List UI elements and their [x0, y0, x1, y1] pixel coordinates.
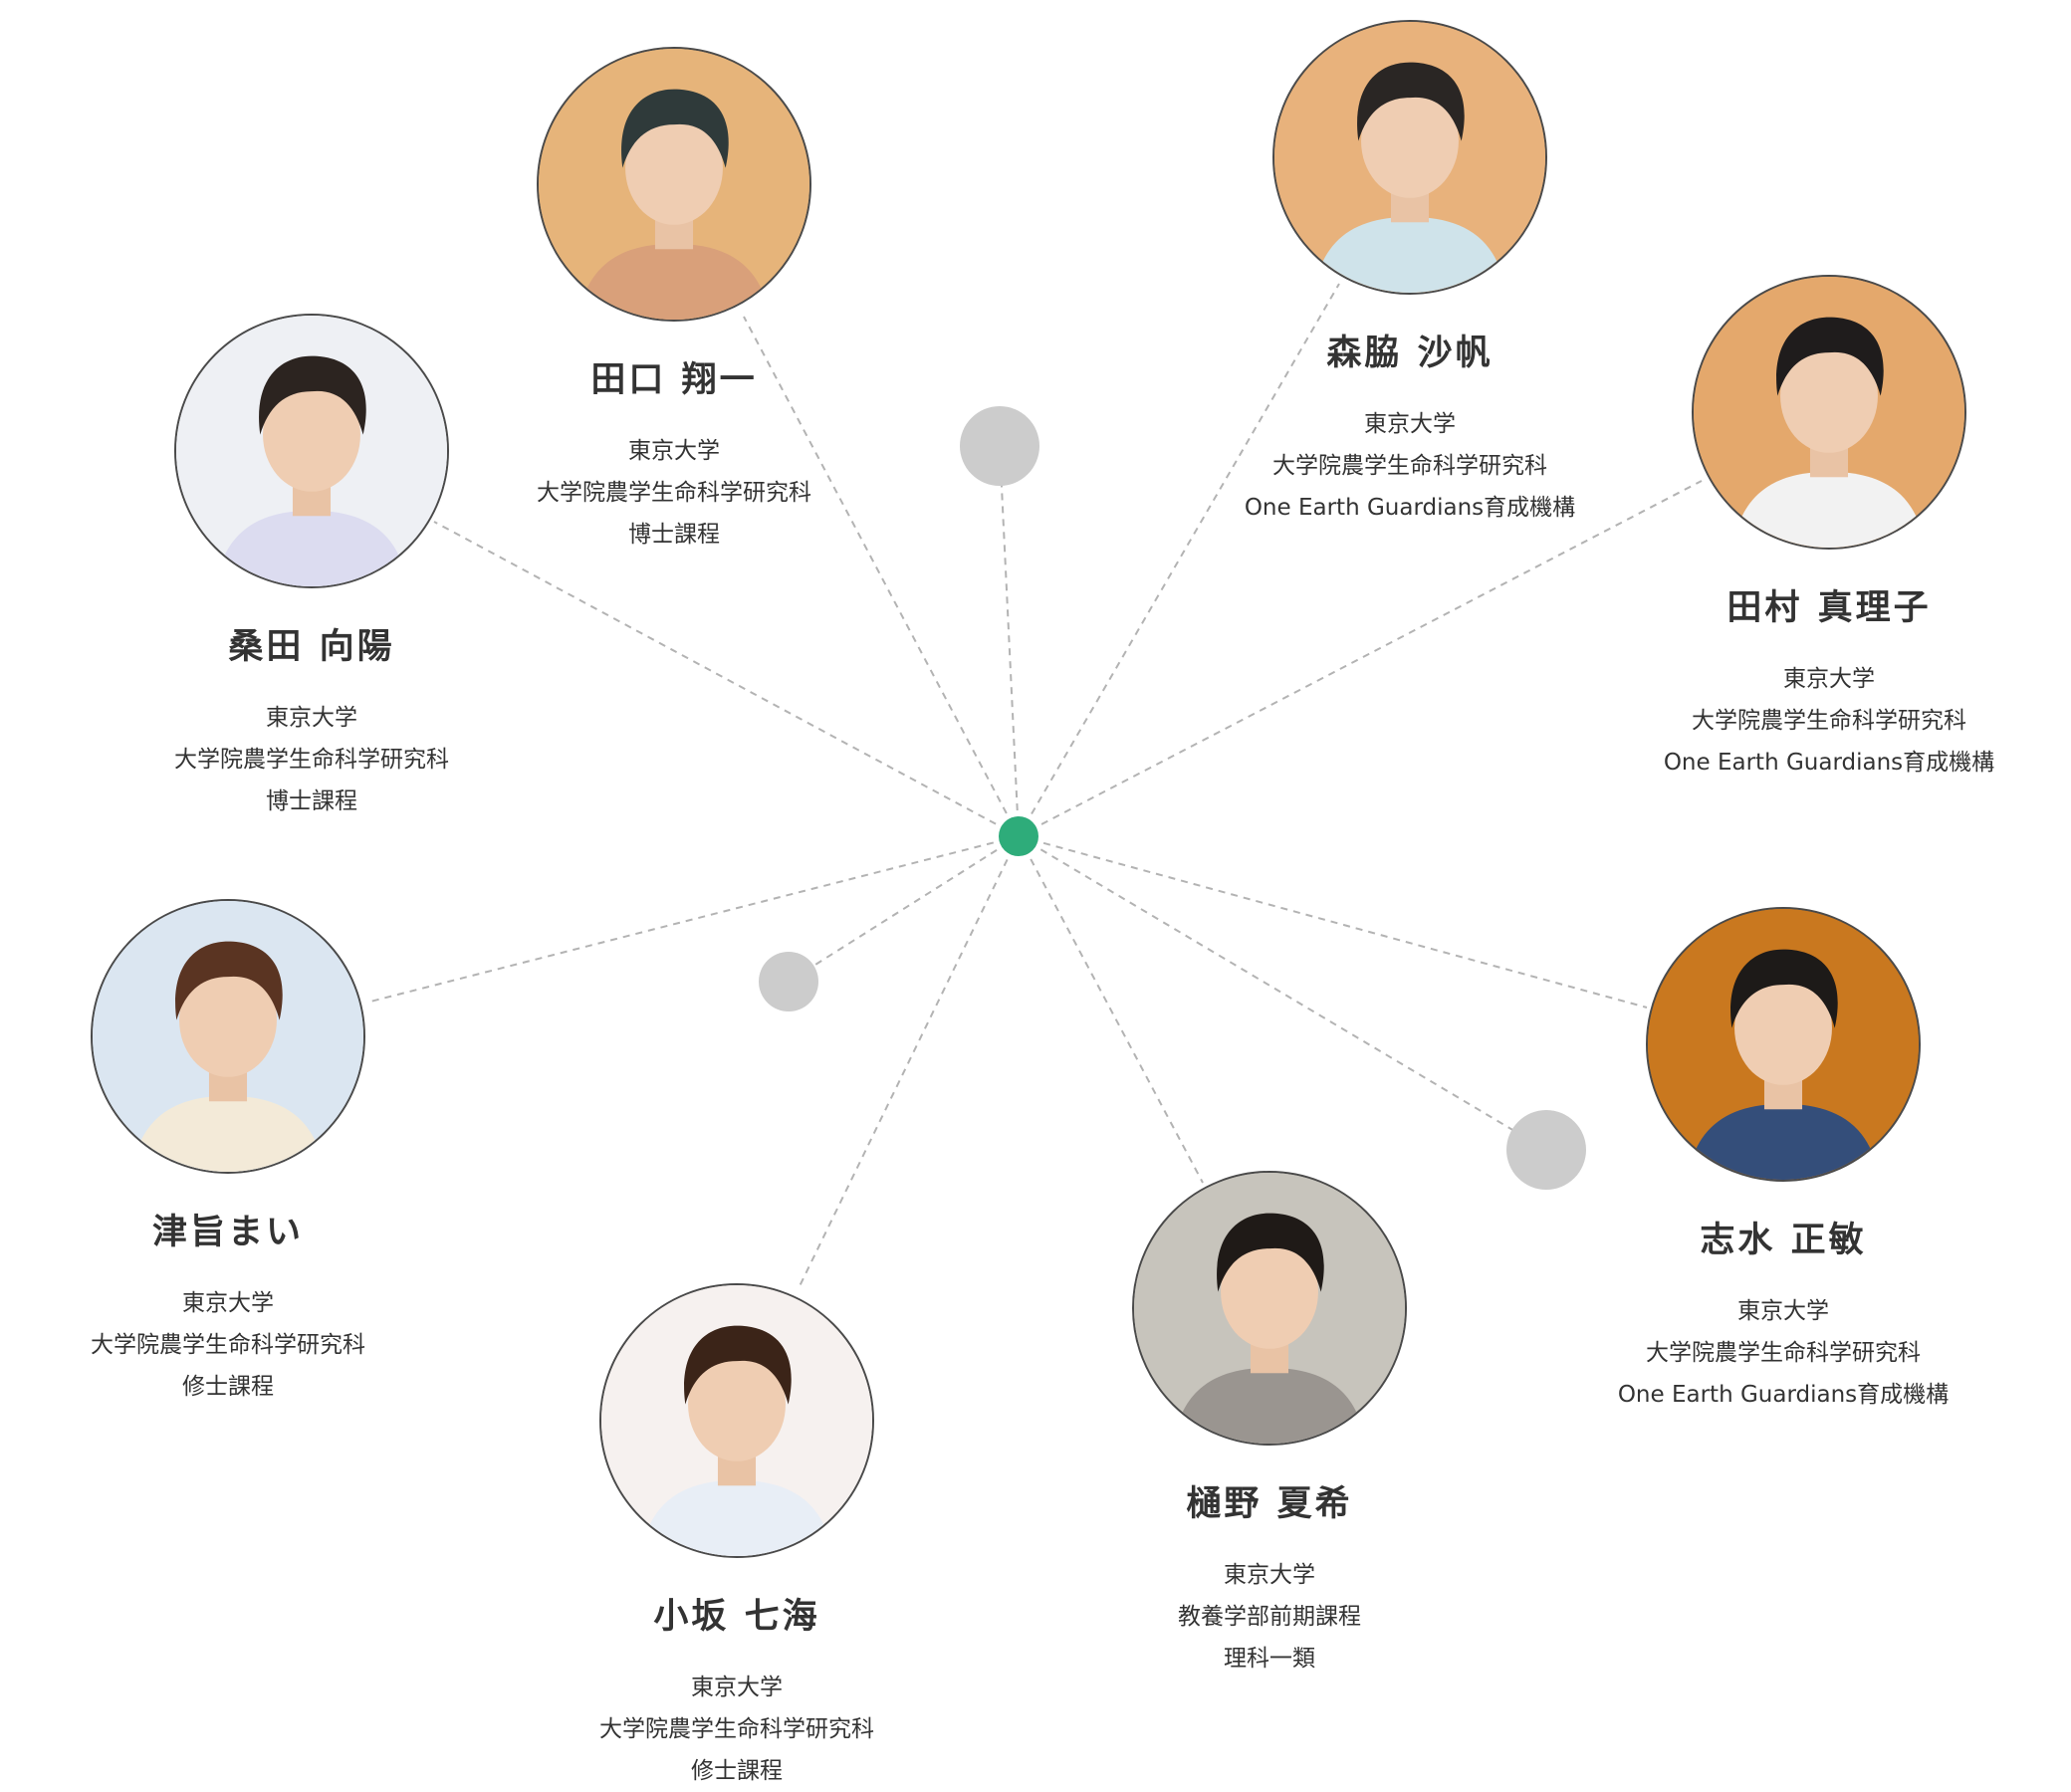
affiliation-line: 大学院農学生命科学研究科 [599, 1716, 874, 1742]
affiliation-line: One Earth Guardians育成機構 [1617, 1382, 1950, 1408]
affiliation-line: 博士課程 [628, 522, 720, 548]
member-card-kosaka[interactable]: 小坂 七海 東京大学 大学院農学生命科学研究科 修士課程 [498, 1283, 976, 1792]
person-photo-icon [93, 901, 363, 1172]
line-to-node-top [999, 445, 1020, 837]
member-affiliation: 東京大学 大学院農学生命科学研究科 One Earth Guardians育成機… [1171, 403, 1649, 529]
hub-node [999, 816, 1038, 856]
affiliation-line: 修士課程 [182, 1374, 274, 1400]
person-photo-icon [539, 49, 809, 320]
line-to-tsumune [369, 835, 1020, 1003]
member-photo[interactable] [537, 47, 811, 322]
affiliation-line: 修士課程 [691, 1758, 783, 1784]
member-photo[interactable] [1692, 275, 1966, 550]
member-affiliation: 東京大学 大学院農学生命科学研究科 博士課程 [435, 430, 913, 556]
member-photo[interactable] [599, 1283, 874, 1558]
member-card-tamura[interactable]: 田村 真理子 東京大学 大学院農学生命科学研究科 One Earth Guard… [1590, 275, 2068, 784]
member-name: 田村 真理子 [1726, 588, 1932, 628]
affiliation-line: 大学院農学生命科学研究科 [91, 1332, 365, 1358]
affiliation-line: One Earth Guardians育成機構 [1663, 750, 1995, 776]
affiliation-line: 東京大学 [266, 705, 357, 731]
person-photo-icon [1274, 22, 1545, 293]
person-photo-icon [1134, 1173, 1405, 1444]
person-photo-icon [1648, 909, 1919, 1180]
affiliation-line: 東京大学 [628, 438, 720, 464]
member-affiliation: 東京大学 大学院農学生命科学研究科 修士課程 [498, 1667, 976, 1792]
node-left [759, 952, 818, 1011]
affiliation-line: 教養学部前期課程 [1178, 1604, 1361, 1630]
person-photo-icon [176, 316, 447, 586]
affiliation-line: 大学院農学生命科学研究科 [1692, 708, 1966, 734]
affiliation-line: 東京大学 [1364, 411, 1456, 437]
member-card-shimizu[interactable]: 志水 正敏 東京大学 大学院農学生命科学研究科 One Earth Guardi… [1544, 907, 2022, 1416]
member-photo[interactable] [1272, 20, 1547, 295]
line-to-moriwaki [1018, 283, 1340, 837]
member-name: 田口 翔一 [590, 360, 758, 400]
affiliation-line: 博士課程 [266, 788, 357, 814]
line-to-shimizu [1018, 835, 1648, 1008]
line-to-node-left [788, 835, 1020, 983]
person-photo-icon [1694, 277, 1964, 548]
member-name: 桑田 向陽 [228, 627, 395, 667]
affiliation-line: One Earth Guardians育成機構 [1244, 495, 1576, 521]
member-photo[interactable] [1132, 1171, 1407, 1446]
line-to-kosaka [799, 835, 1020, 1287]
affiliation-line: 東京大学 [1783, 666, 1875, 692]
member-card-moriwaki[interactable]: 森脇 沙帆 東京大学 大学院農学生命科学研究科 One Earth Guardi… [1171, 20, 1649, 529]
member-name: 森脇 沙帆 [1326, 334, 1494, 373]
member-affiliation: 東京大学 大学院農学生命科学研究科 博士課程 [73, 697, 551, 822]
member-photo[interactable] [174, 314, 449, 588]
affiliation-line: 大学院農学生命科学研究科 [537, 480, 811, 506]
affiliation-line: 理科一類 [1224, 1646, 1315, 1672]
person-photo-icon [601, 1285, 872, 1556]
member-affiliation: 東京大学 大学院農学生命科学研究科 One Earth Guardians育成機… [1590, 658, 2068, 784]
member-affiliation: 東京大学 大学院農学生命科学研究科 One Earth Guardians育成機… [1544, 1290, 2022, 1416]
member-card-tsumune[interactable]: 津旨まい 東京大学 大学院農学生命科学研究科 修士課程 [0, 899, 467, 1408]
member-name: 志水 正敏 [1700, 1221, 1867, 1260]
line-to-hino [1018, 835, 1204, 1184]
affiliation-line: 大学院農学生命科学研究科 [174, 747, 449, 773]
member-name: 小坂 七海 [653, 1597, 820, 1637]
line-to-node-right [1018, 835, 1547, 1151]
member-name: 津旨まい [151, 1213, 304, 1252]
affiliation-line: 大学院農学生命科学研究科 [1646, 1340, 1921, 1366]
node-right [1506, 1110, 1586, 1190]
affiliation-line: 東京大学 [691, 1675, 783, 1700]
affiliation-line: 東京大学 [1224, 1562, 1315, 1588]
affiliation-line: 大学院農学生命科学研究科 [1272, 453, 1547, 479]
member-card-kuwata[interactable]: 桑田 向陽 東京大学 大学院農学生命科学研究科 博士課程 [73, 314, 551, 822]
member-affiliation: 東京大学 教養学部前期課程 理科一類 [1031, 1554, 1508, 1680]
node-top [960, 406, 1039, 486]
affiliation-line: 東京大学 [182, 1290, 274, 1316]
member-card-hino[interactable]: 樋野 夏希 東京大学 教養学部前期課程 理科一類 [1031, 1171, 1508, 1680]
member-affiliation: 東京大学 大学院農学生命科学研究科 修士課程 [0, 1282, 467, 1408]
member-photo[interactable] [91, 899, 365, 1174]
member-name: 樋野 夏希 [1186, 1484, 1353, 1524]
affiliation-line: 東京大学 [1737, 1298, 1829, 1324]
member-photo[interactable] [1646, 907, 1921, 1182]
member-card-taguchi[interactable]: 田口 翔一 東京大学 大学院農学生命科学研究科 博士課程 [435, 47, 913, 556]
